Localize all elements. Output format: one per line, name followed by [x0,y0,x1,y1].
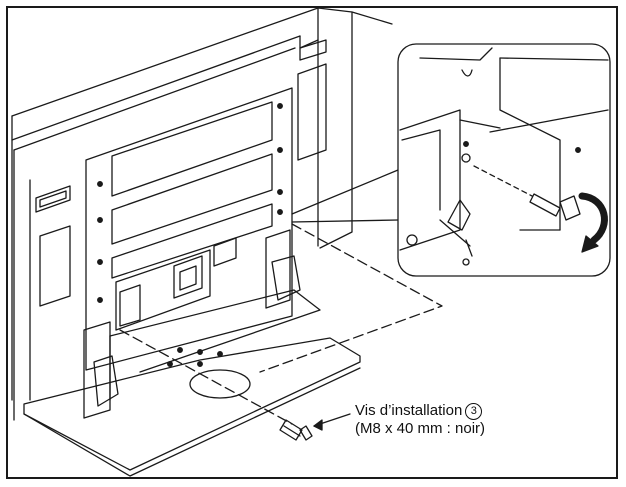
rear-panel [85,87,293,371]
right-handle [297,39,327,161]
inset-screw-icon [473,165,581,221]
magnified-inset [291,43,611,277]
callout-line1: Vis d’installation [355,402,463,419]
left-handle [35,185,71,307]
callout-arrow [313,413,351,431]
clockwise-rotation-arrow-icon [578,192,608,253]
screw-icon [279,419,313,441]
stand-base [23,289,361,477]
part-number-badge: 3 [465,403,483,420]
tv-chassis [11,7,393,421]
guide-lines [119,223,443,425]
callout-line2: (M8 x 40 mm : noir) [355,420,486,437]
